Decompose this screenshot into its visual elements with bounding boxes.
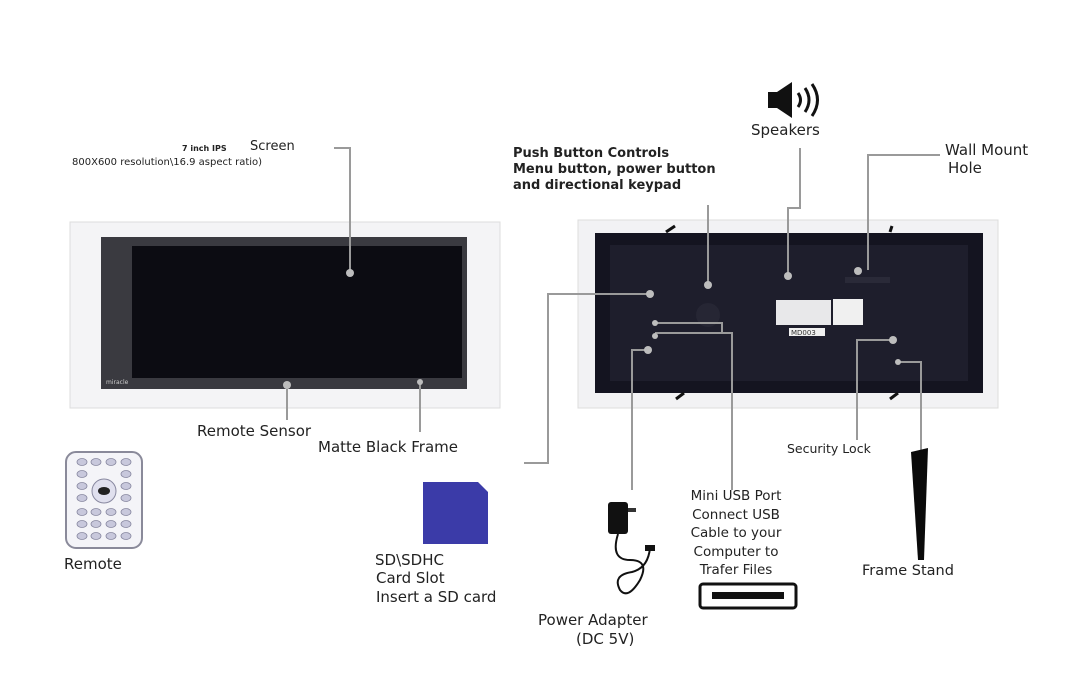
remote-label: Remote [64,555,122,573]
remote-control [65,451,143,549]
usb-label-4: Computer to [693,543,779,560]
power-label-1: Power Adapter [538,611,648,629]
usb-port [698,582,798,610]
screen-size-label: 7 inch IPS [182,144,227,153]
push-buttons-label-2: Menu button, power button [513,162,716,177]
matte-frame-label: Matte Black Frame [318,438,458,456]
frame-front: miracle [69,221,501,409]
frame-back: MD003 [577,219,999,409]
push-buttons-label-3: and directional keypad [513,178,682,193]
power-label-2: (DC 5V) [576,630,635,648]
model-label: MD003 [791,329,816,337]
speaker-icon [768,82,819,118]
sd-label-2: Card Slot [376,569,445,587]
speakers-label: Speakers [751,121,820,139]
leader-lines [283,147,940,490]
sd-label-3: Insert a SD card [376,588,497,606]
usb-label-1: Mini USB Port [690,488,782,504]
frame-stand [911,448,928,560]
usb-label: Mini USB Port Connect USB Cable to your … [676,487,796,580]
security-lock-label: Security Lock [787,441,871,456]
sd-label-1: SD\SDHC [375,551,444,569]
usb-label-3: Cable to your [690,525,782,541]
usb-label-5: Trafer Files [699,562,773,578]
wall-mount-label-1: Wall Mount [945,141,1029,159]
remote-sensor-label: Remote Sensor [197,422,312,440]
brand-logo: miracle [106,379,129,386]
power-adapter [608,502,655,595]
frame-stand-label: Frame Stand [862,563,954,579]
screen-label: Screen [250,139,295,154]
resolution-label: 800X600 resolution\16.9 aspect ratio) [72,157,263,168]
push-buttons-label-1: Push Button Controls [513,146,670,161]
usb-label-2: Connect USB [692,506,780,523]
wall-mount-label-2: Hole [948,159,982,177]
sd-card [423,482,488,544]
